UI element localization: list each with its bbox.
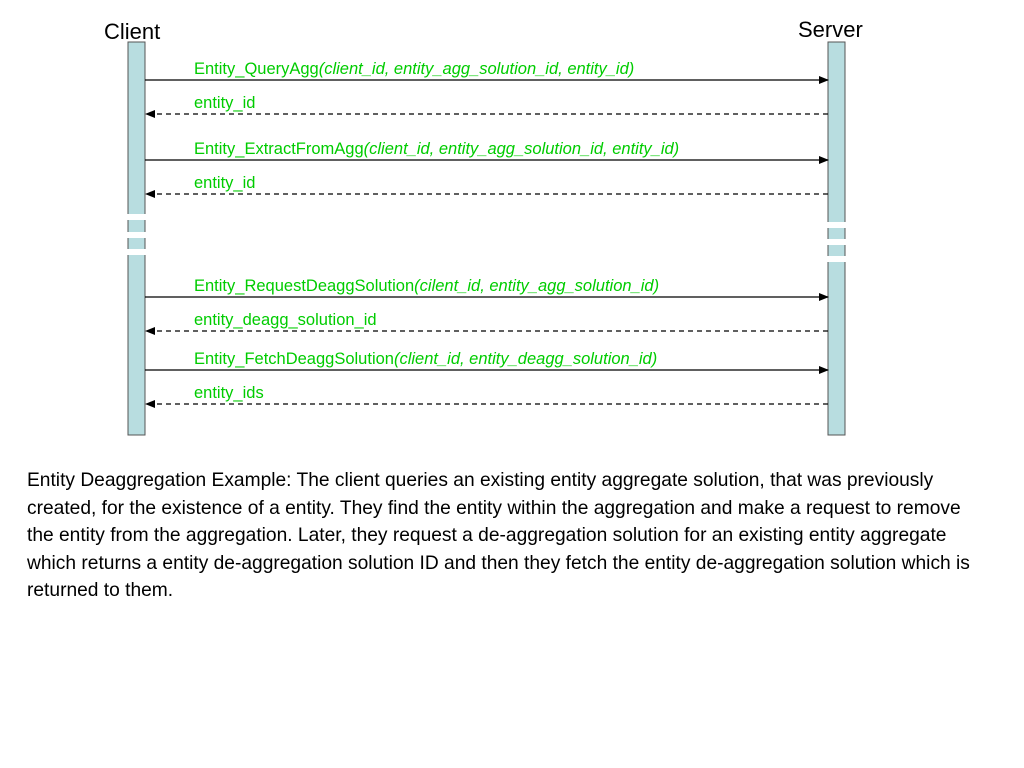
server-lifeline-break [826, 256, 847, 262]
message-label: Entity_RequestDeaggSolution(cilent_id, e… [194, 276, 659, 296]
server-actor-label: Server [798, 17, 863, 42]
message-params: (client_id, entity_agg_solution_id, enti… [363, 140, 680, 158]
diagram-caption: Entity Deaggregation Example: The client… [27, 470, 970, 601]
server-lifeline [827, 41, 846, 436]
message-name: entity_ids [194, 384, 264, 402]
message-name: entity_id [194, 94, 256, 112]
message-name: Entity_QueryAgg [194, 60, 319, 78]
message-name: Entity_RequestDeaggSolution [194, 277, 415, 295]
server-lifeline-break [826, 222, 847, 228]
message-params: (cilent_id, entity_agg_solution_id) [414, 277, 660, 295]
message-name: Entity_ExtractFromAgg [194, 140, 364, 158]
message-label: entity_ids [194, 383, 264, 403]
message-params: (client_id, entity_agg_solution_id, enti… [318, 60, 635, 78]
message-label: entity_id [194, 173, 255, 193]
client-lifeline [127, 41, 146, 436]
message-label: Entity_ExtractFromAgg(client_id, entity_… [194, 139, 679, 159]
message-label: entity_deagg_solution_id [194, 310, 377, 330]
client-lifeline-break [126, 232, 147, 238]
sequence-diagram [126, 41, 847, 436]
client-lifeline-break [126, 214, 147, 220]
message-name: Entity_FetchDeaggSolution [194, 350, 394, 368]
server-lifeline-break [826, 239, 847, 245]
client-lifeline-break [126, 249, 147, 255]
message-name: entity_id [194, 174, 256, 192]
message-params: (client_id, entity_deagg_solution_id) [393, 350, 658, 368]
message-label: entity_id [194, 93, 255, 113]
client-actor-label: Client [104, 19, 161, 44]
message-name: entity_deagg_solution_id [194, 311, 377, 329]
message-label: Entity_FetchDeaggSolution(client_id, ent… [194, 349, 657, 369]
message-label: Entity_QueryAgg(client_id, entity_agg_so… [194, 59, 634, 79]
